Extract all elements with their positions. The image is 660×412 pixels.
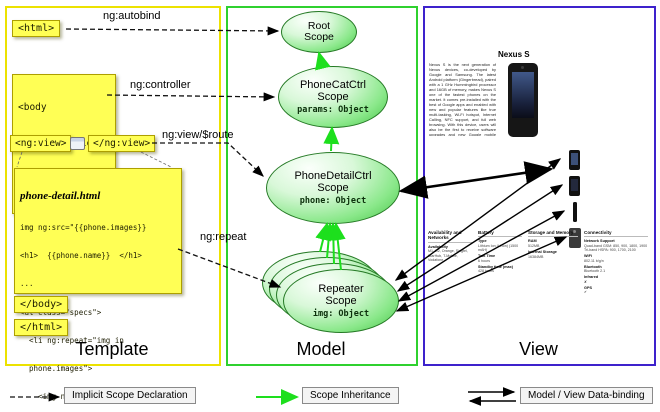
- code-file-title: phone-detail.html: [20, 189, 101, 202]
- scope-name: Scope: [325, 295, 357, 307]
- scope-binding: img: Object: [312, 309, 370, 319]
- phonedetailctrl-scope-ellipse: PhoneDetailCtrl Scope phone: Object: [266, 152, 400, 224]
- scope-binding: params: Object: [297, 105, 369, 115]
- spec-value: ✘: [584, 279, 588, 284]
- phone-thumb-front-icon: [569, 149, 580, 170]
- phone-description: Nexus S is the next generation of Nexus …: [429, 62, 496, 136]
- scope-name: Scope: [304, 31, 334, 43]
- spec-header: Availability and Networks: [428, 230, 472, 243]
- spec-term: GPS: [584, 285, 593, 290]
- body-close-tag: </body>: [14, 296, 69, 313]
- spec-column-storage: Storage and Memory RAM 512MB Internal St…: [528, 230, 578, 259]
- repeat-arrow-label: ng:repeat: [200, 231, 247, 243]
- spec-value: Quad-band GSM: 850, 900, 1800, 1900 Tri-…: [584, 244, 648, 253]
- model-panel-label: Model: [296, 339, 346, 359]
- spec-term: Bluetooth: [584, 264, 602, 269]
- legend-model-view-databinding: Model / View Data-binding: [520, 387, 653, 404]
- phone-screen: [511, 72, 534, 118]
- legend-scope-inheritance: Scope Inheritance: [302, 387, 399, 404]
- phone-thumbnail-3: [562, 200, 587, 223]
- spec-value: 802.11 b/g/n: [584, 258, 604, 263]
- view-route-arrow-label: ng:view/$route: [162, 129, 234, 141]
- code-line: <li ng:repeat="img in: [20, 335, 124, 345]
- scope-name: Scope: [317, 182, 349, 194]
- spec-header: Storage and Memory: [528, 230, 578, 238]
- spec-value: Lithium Ion (Li-Ion) (1500 mAH): [478, 244, 519, 253]
- ngview-close-tag: </ng:view>: [88, 135, 156, 152]
- code-line: <h1> {{phone.name}} </h1>: [20, 251, 142, 261]
- phone-thumb-back-icon: [568, 227, 581, 248]
- code-line: ...: [20, 279, 34, 289]
- autobind-arrow-label: ng:autobind: [103, 10, 161, 22]
- scope-name: Scope: [317, 91, 349, 103]
- phone-speaker: [520, 66, 524, 69]
- code-line: phone.images">: [20, 364, 93, 374]
- phone-thumbnail-4: [562, 226, 587, 249]
- phonecatctrl-scope-ellipse: PhoneCatCtrl Scope params: Object: [278, 66, 388, 128]
- phone-detail-template-code: phone-detail.html img ng:src="{{phone.im…: [14, 168, 182, 401]
- spec-value: Bluetooth 2.1: [584, 269, 606, 274]
- template-panel-label: Template: [75, 339, 149, 359]
- ngview-open-tag: <ng:view>: [10, 135, 72, 152]
- spec-value: M1, O2, Orange, Singtel, StarHub, T-Mobi…: [428, 249, 468, 263]
- view-panel: [423, 6, 656, 366]
- spec-term: WiFi: [584, 254, 592, 259]
- scope-name: PhoneCatCtrl: [299, 79, 367, 91]
- phone-body: [507, 63, 538, 137]
- html-open-tag: <html>: [12, 20, 61, 37]
- spec-value: 512MB: [528, 244, 540, 248]
- spec-value: 428 hours: [478, 269, 494, 274]
- scope-name: Root: [307, 19, 331, 32]
- legend-implicit-scope-declaration: Implicit Scope Declaration: [64, 387, 196, 404]
- spec-header: Connectivity: [584, 230, 648, 238]
- repeater-scope-ellipse: Repeater Scope img: Object: [283, 269, 399, 333]
- root-scope-ellipse: Root Scope: [281, 11, 357, 53]
- html-close-tag: </html>: [14, 319, 69, 336]
- phone-thumb-front2-icon: [569, 175, 580, 196]
- spec-value: 16384MB: [528, 254, 544, 259]
- spec-term: Infrared: [584, 275, 599, 280]
- spec-term: Network Support: [584, 239, 615, 244]
- page-title: Nexus S: [498, 50, 530, 59]
- spec-value: ✔: [584, 290, 588, 295]
- spec-column-connectivity: Connectivity Network Support Quad-band G…: [584, 230, 648, 295]
- spec-column-availability: Availability and Networks Availability M…: [428, 230, 472, 263]
- phone-thumbnail-2: [562, 174, 587, 197]
- spec-header: Battery: [478, 230, 522, 238]
- scope-name: PhoneDetailCtrl: [294, 170, 372, 182]
- phone-main-image: [499, 61, 546, 141]
- view-panel-label: View: [519, 339, 558, 359]
- scope-binding: phone: Object: [299, 196, 367, 206]
- controller-arrow-label: ng:controller: [130, 79, 191, 91]
- scope-name: Repeater: [318, 283, 364, 295]
- code-line: <body: [18, 102, 47, 113]
- phone-thumbnail-1: [562, 148, 587, 171]
- view-placeholder-icon: [70, 137, 85, 150]
- phone-thumb-side-icon: [572, 201, 577, 222]
- spec-column-battery: Battery Type Lithium Ion (Li-Ion) (1500 …: [478, 230, 522, 274]
- code-line: img ng:src="{{phone.images}}: [20, 223, 147, 233]
- spec-value: 6 hours: [478, 258, 490, 263]
